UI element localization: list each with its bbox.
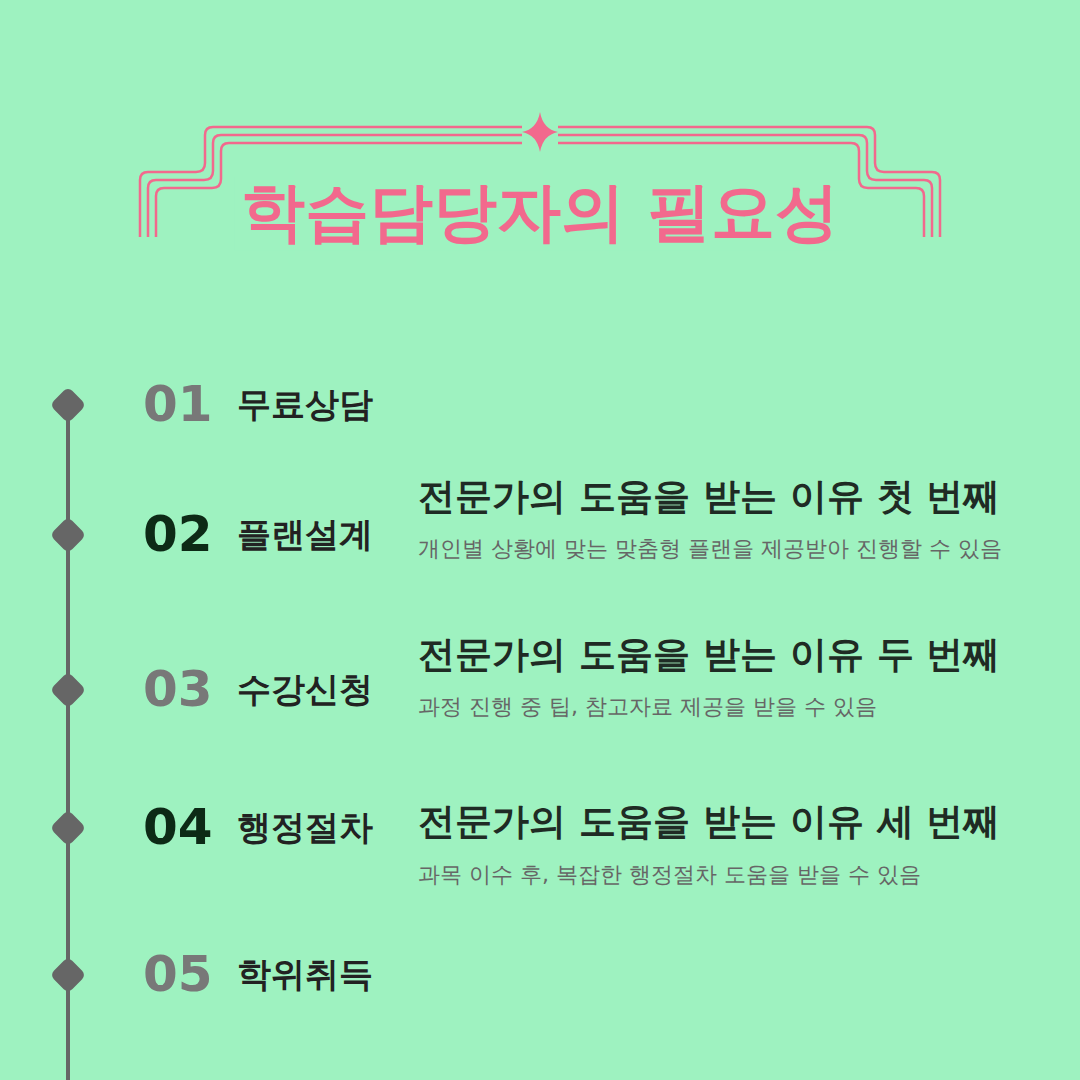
timeline-diamond (50, 957, 87, 994)
reason-heading: 전문가의 도움을 받는 이유 두 번째 (418, 634, 1000, 677)
timeline-diamond (50, 517, 87, 554)
reason-heading: 전문가의 도움을 받는 이유 세 번째 (418, 801, 1000, 844)
step-name: 무료상담 (237, 385, 373, 424)
step-number: 02 (143, 506, 213, 564)
step-number: 01 (143, 376, 213, 434)
reason-body: 과목 이수 후, 복잡한 행정절차 도움을 받을 수 있음 (418, 862, 921, 887)
timeline-diamond (50, 810, 87, 847)
step-name: 플랜설계 (237, 515, 373, 554)
reason-body: 과정 진행 중 팁, 참고자료 제공을 받을 수 있음 (418, 694, 877, 719)
timeline-diamond (50, 387, 87, 424)
title: 학습담당자의 필요성 (235, 176, 845, 250)
star-ornament (522, 112, 558, 152)
step-name: 수강신청 (237, 670, 373, 709)
step-name: 행정절차 (237, 808, 373, 847)
step-number: 04 (143, 799, 213, 857)
reason-heading: 전문가의 도움을 받는 이유 첫 번째 (418, 476, 1000, 519)
timeline-diamond (50, 672, 87, 709)
step-number: 05 (143, 946, 213, 1004)
step-number: 03 (143, 661, 213, 719)
step-name: 학위취득 (237, 955, 373, 994)
reason-body: 개인별 상황에 맞는 맞춤형 플랜을 제공받아 진행할 수 있음 (418, 536, 1002, 561)
